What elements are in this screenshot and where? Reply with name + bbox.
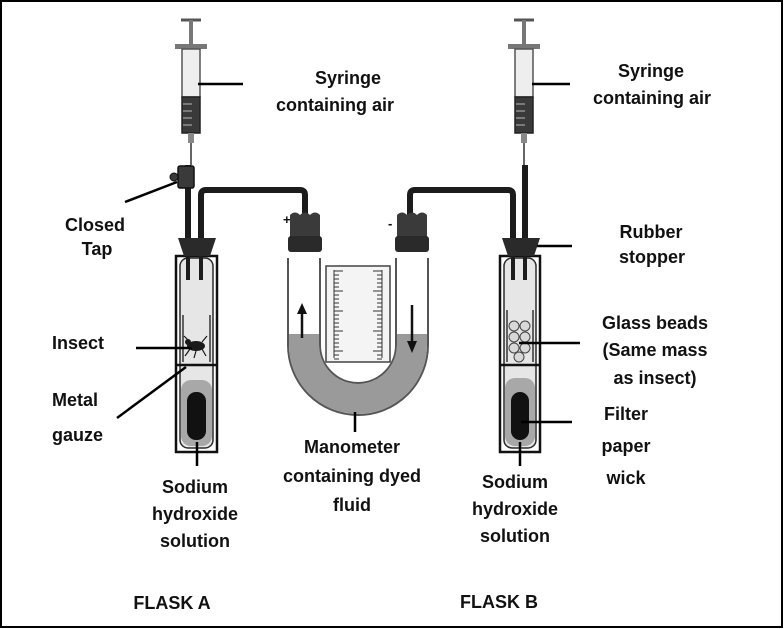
plus-sign: + [283, 212, 291, 227]
insect-label: Insect [52, 333, 104, 353]
svg-text:fluid: fluid [333, 495, 371, 515]
svg-text:gauze: gauze [52, 425, 103, 445]
svg-text:Tap: Tap [82, 239, 113, 259]
svg-text:Filter: Filter [604, 404, 648, 424]
svg-text:as insect): as insect) [613, 368, 696, 388]
closed-tap [169, 165, 195, 189]
closed-tap-label: Closed Tap [65, 215, 125, 259]
filter-paper-wick-label: Filter paper wick [601, 404, 650, 488]
svg-text:paper: paper [601, 436, 650, 456]
flask-b-label: FLASK B [460, 592, 538, 612]
svg-text:hydroxide: hydroxide [472, 499, 558, 519]
svg-text:Manometer: Manometer [304, 437, 400, 457]
svg-text:containing air: containing air [276, 95, 394, 115]
manometer-scale-ticks [334, 270, 382, 360]
svg-text:(Same mass: (Same mass [602, 340, 707, 360]
flask-a-label: FLASK A [133, 593, 210, 613]
flask-a [174, 238, 219, 454]
down-arrow-icon [407, 305, 417, 353]
glass-beads-label: Glass beads (Same mass as insect) [602, 313, 708, 388]
svg-text:Syringe: Syringe [315, 68, 381, 88]
svg-text:solution: solution [480, 526, 550, 546]
svg-text:Closed: Closed [65, 215, 125, 235]
naoh-left-label: Sodium hydroxide solution [152, 477, 238, 551]
manometer [287, 212, 429, 416]
syringe-right [508, 18, 540, 165]
svg-text:Sodium: Sodium [162, 477, 228, 497]
up-arrow-icon [297, 303, 307, 338]
glass-beads-icon [508, 320, 531, 363]
svg-text:hydroxide: hydroxide [152, 504, 238, 524]
svg-text:stopper: stopper [619, 247, 685, 267]
naoh-right-label: Sodium hydroxide solution [472, 472, 558, 546]
svg-text:Sodium: Sodium [482, 472, 548, 492]
closed-tap-pointer [124, 180, 178, 204]
syringe-right-label: Syringe containing air [593, 61, 711, 108]
syringe-left [175, 18, 207, 165]
svg-text:Rubber: Rubber [620, 222, 683, 242]
metal-gauze-label: Metal gauze [52, 390, 103, 445]
svg-text:Metal: Metal [52, 390, 98, 410]
svg-text:wick: wick [605, 468, 646, 488]
flask-b [498, 238, 542, 454]
syringe-left-label: Syringe containing air [276, 68, 394, 115]
svg-text:containing air: containing air [593, 88, 711, 108]
svg-text:Syringe: Syringe [618, 61, 684, 81]
rubber-stopper-label: Rubber stopper [619, 222, 685, 267]
minus-sign: - [388, 216, 392, 231]
svg-text:Glass beads: Glass beads [602, 313, 708, 333]
svg-text:containing dyed: containing dyed [283, 466, 421, 486]
metal-gauze-pointer [116, 365, 187, 420]
manometer-label: Manometer containing dyed fluid [283, 437, 421, 515]
svg-text:solution: solution [160, 531, 230, 551]
